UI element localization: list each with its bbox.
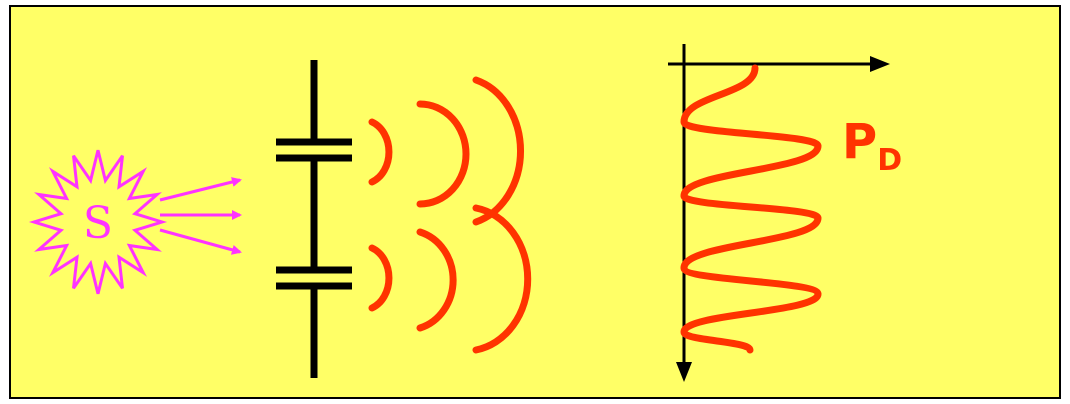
background-frame [10, 6, 1060, 398]
source-label: S [83, 198, 113, 249]
